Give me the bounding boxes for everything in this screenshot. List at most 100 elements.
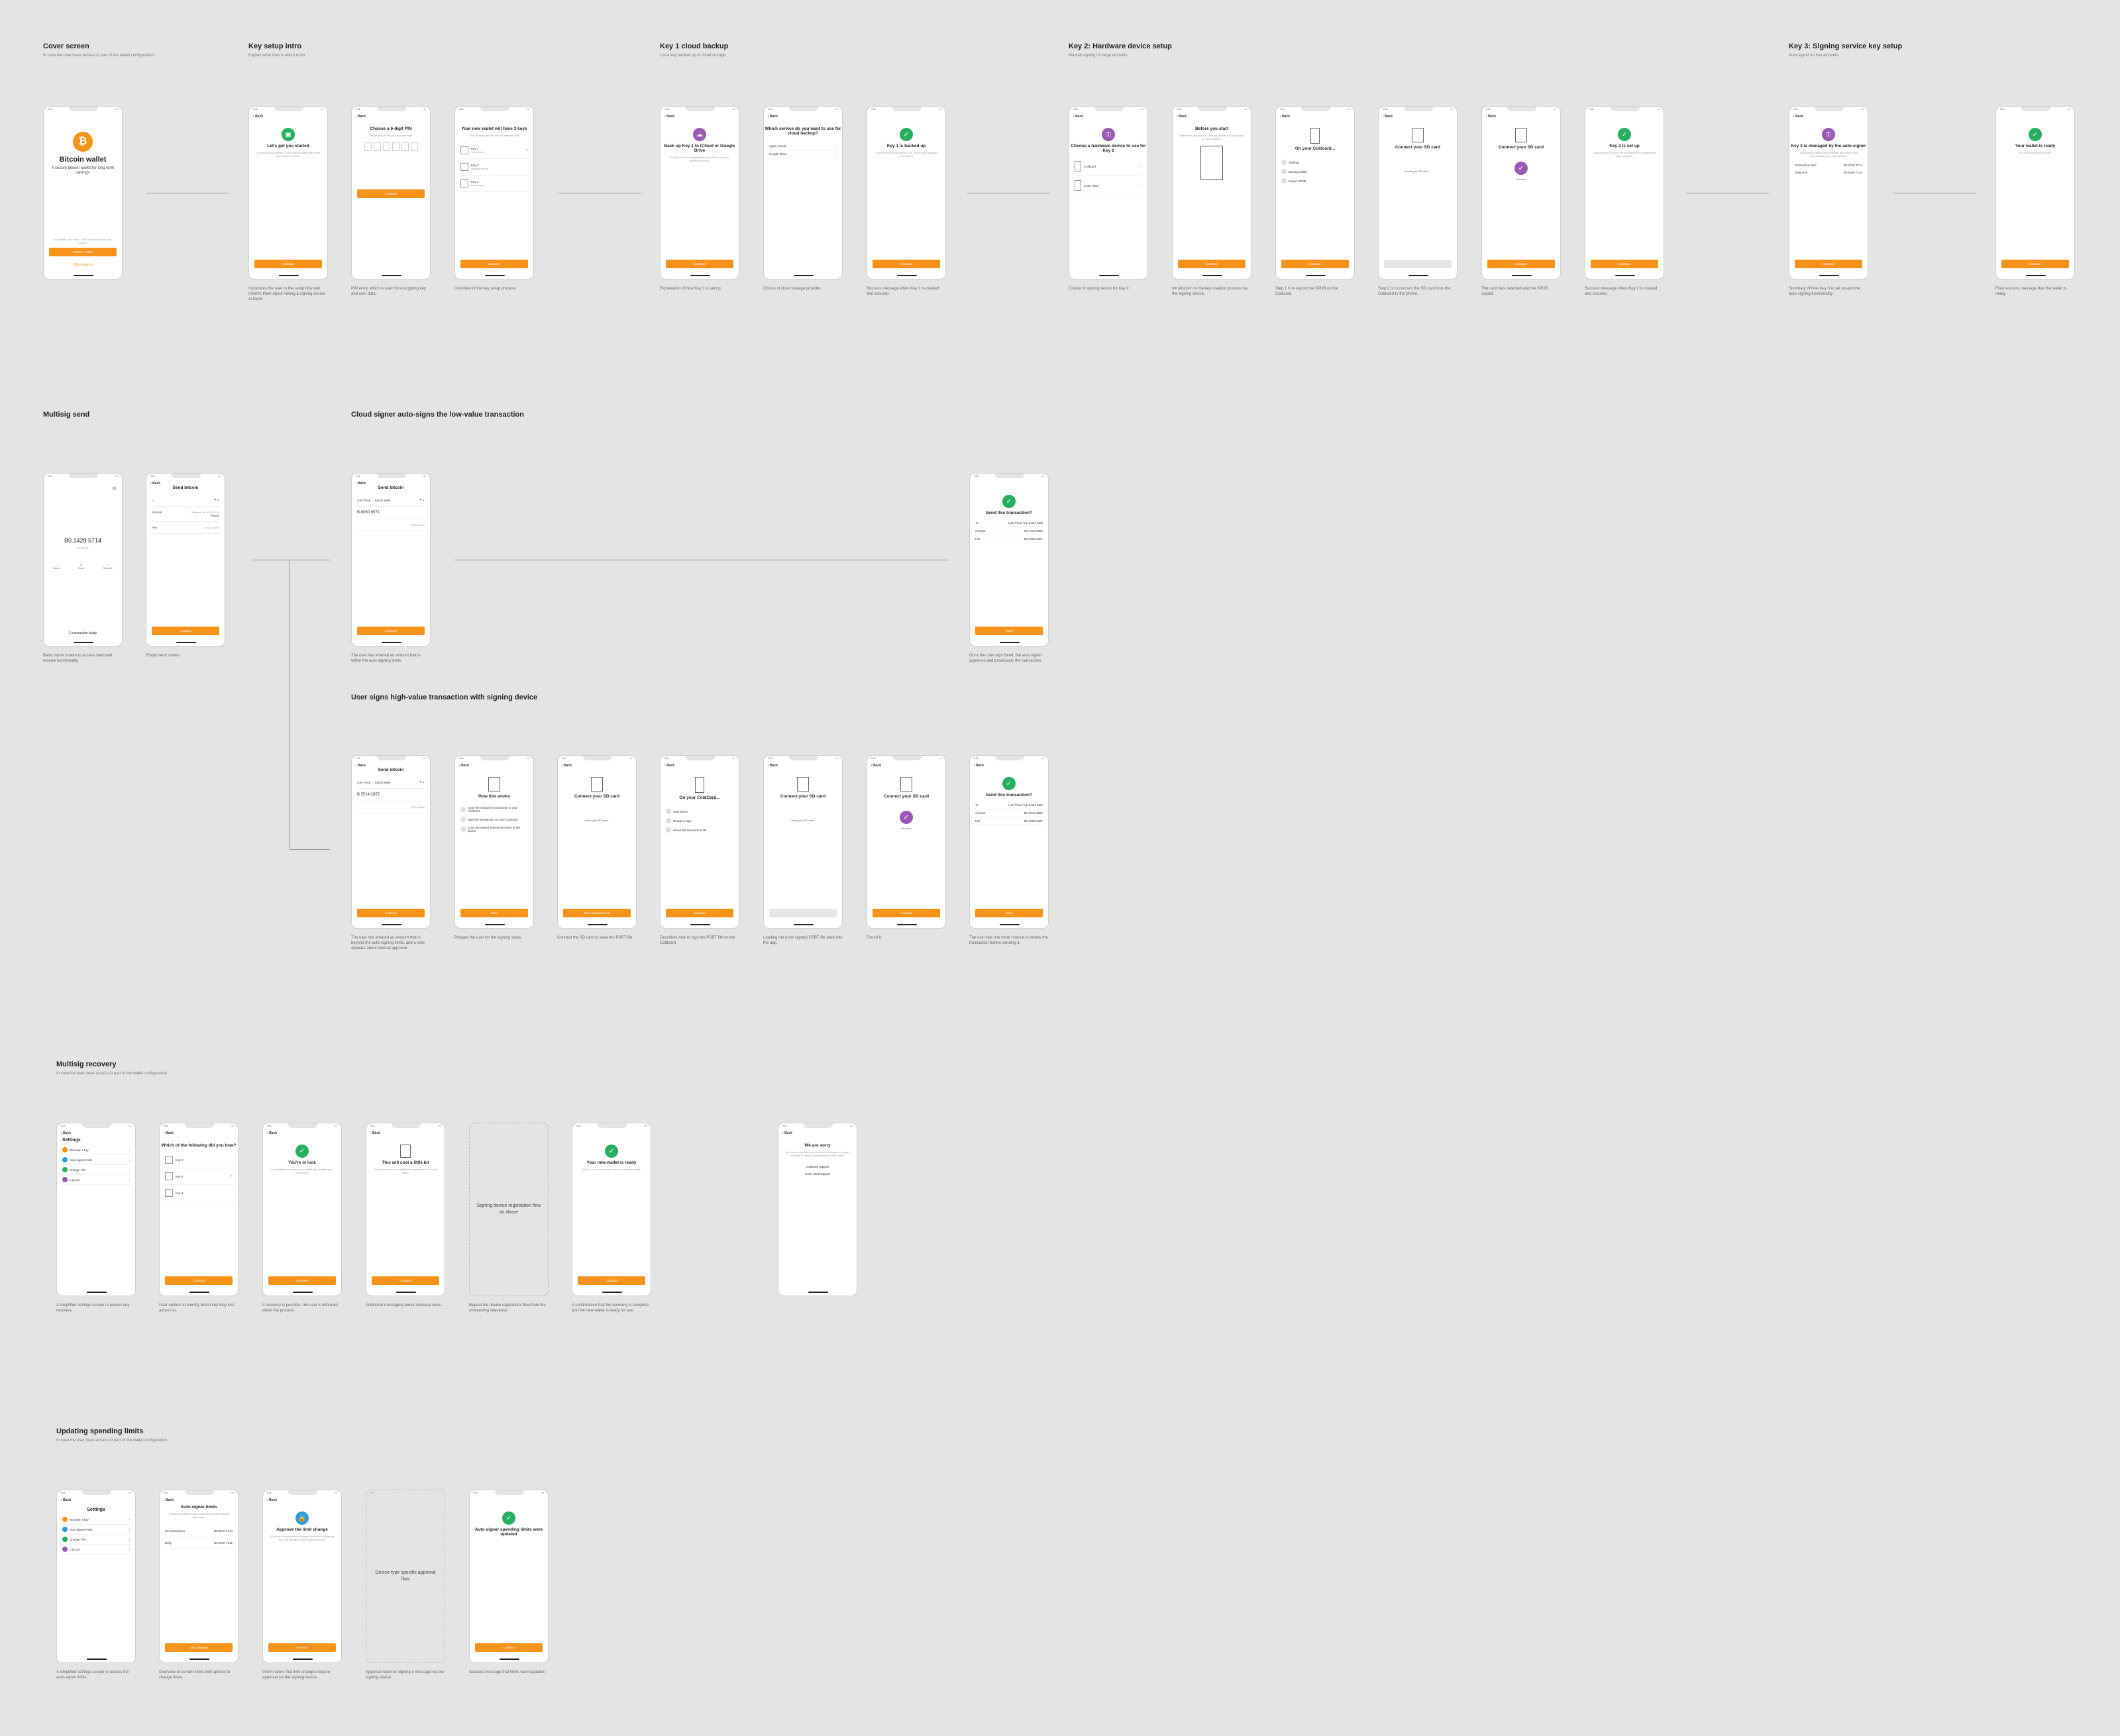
service-option[interactable]: Google Drive›: [769, 150, 837, 158]
back-button[interactable]: ‹ Back: [356, 764, 366, 768]
continue-button[interactable]: Continue: [1487, 260, 1555, 268]
to-field[interactable]: To⌗ ⇣: [152, 494, 219, 507]
continue-button[interactable]: Continue: [152, 627, 219, 635]
screen-title: How this works: [478, 794, 510, 799]
continue-button[interactable]: Continue: [1178, 260, 1246, 268]
back-button[interactable]: ‹ Back: [1383, 115, 1393, 119]
key-option[interactable]: Key 3: [165, 1185, 233, 1201]
send-button[interactable]: Send: [975, 627, 1043, 635]
continue-button[interactable]: Continue: [1795, 260, 1862, 268]
settings-item[interactable]: Recover a key›: [62, 1145, 130, 1155]
back-button[interactable]: ‹ Back: [871, 764, 882, 768]
receive-button[interactable]: ↓Receive: [103, 563, 113, 570]
service-option[interactable]: Apple iCloud›: [769, 142, 837, 150]
back-button[interactable]: ‹ Back: [664, 764, 675, 768]
back-button[interactable]: ‹ Back: [1486, 115, 1497, 119]
back-button[interactable]: ‹ Back: [356, 115, 366, 119]
send-button[interactable]: Send: [975, 909, 1043, 917]
back-button[interactable]: ‹ Back: [164, 1498, 174, 1502]
back-button[interactable]: ‹ Back: [253, 115, 264, 119]
back-button[interactable]: ‹ Back: [1073, 115, 1084, 119]
cloud-icon: ☁: [693, 128, 706, 141]
back-button[interactable]: ‹ Back: [61, 1131, 72, 1135]
continue-button[interactable]: Continue: [666, 909, 733, 917]
continue-button[interactable]: Continue: [357, 627, 425, 635]
continue-button[interactable]: Continue: [666, 260, 733, 268]
pin-boxes[interactable]: [352, 142, 430, 151]
back-button[interactable]: ‹ Back: [267, 1498, 278, 1502]
fee-field[interactable]: 3,827 sat/vb: [357, 519, 425, 531]
section-subtitle: Auto-signer for low amounts: [1789, 54, 1838, 58]
continue-button[interactable]: Continue: [357, 189, 425, 198]
to-field[interactable]: Lost Pond ... Sand) walle⌗ ⇣: [357, 776, 425, 789]
settings-item[interactable]: Auto-signer limits›: [62, 1155, 130, 1165]
save-changes-button[interactable]: Save changes: [165, 1643, 233, 1652]
fee-field[interactable]: 3,827 sat/vb: [357, 801, 425, 813]
back-button[interactable]: ‹ Back: [61, 1498, 72, 1502]
back-button[interactable]: ‹ Back: [459, 764, 470, 768]
back-button[interactable]: ‹ Back: [164, 1131, 174, 1135]
back-button[interactable]: ‹ Back: [267, 1131, 278, 1135]
scan-button[interactable]: ⌗Scan: [78, 563, 84, 570]
check-icon: ✓: [605, 1145, 618, 1158]
back-button[interactable]: ‹ Back: [356, 482, 366, 485]
settings-item[interactable]: Change PIN›: [62, 1535, 130, 1545]
settings-item[interactable]: Recover a key›: [62, 1515, 130, 1525]
back-button[interactable]: ‹ Back: [768, 764, 778, 768]
back-button[interactable]: ‹ Back: [664, 115, 675, 119]
continue-button[interactable]: Continue: [2001, 260, 2069, 268]
back-button[interactable]: ‹ Back: [1177, 115, 1187, 119]
to-field[interactable]: Lost Pond ... Sand) walle⌗ ⇣: [357, 494, 425, 507]
settings-item[interactable]: Log out›: [62, 1545, 130, 1555]
other-options-link[interactable]: Other options: [72, 263, 93, 267]
settings-item[interactable]: Log out›: [62, 1175, 130, 1185]
coldcard-support-link[interactable]: Coldcard support: [806, 1165, 829, 1168]
key-option[interactable]: Key 2✓: [165, 1168, 233, 1185]
back-button[interactable]: ‹ Back: [1280, 115, 1291, 119]
amount-field[interactable]: B.8060 6571: [357, 507, 425, 519]
continue-button[interactable]: Continue: [268, 1643, 336, 1652]
settings-item[interactable]: Auto-signer limits›: [62, 1525, 130, 1535]
device-option[interactable]: Coldcard›: [1075, 157, 1142, 176]
continue-button[interactable]: Continue: [165, 1276, 233, 1285]
send-button[interactable]: ↑Send: [53, 563, 60, 570]
key-option[interactable]: Key 1: [165, 1152, 233, 1168]
transactions-link[interactable]: 1 transaction today: [68, 631, 97, 635]
back-button[interactable]: ‹ Back: [370, 1131, 381, 1135]
back-button[interactable]: ‹ Back: [562, 764, 572, 768]
back-button[interactable]: ‹ Back: [974, 764, 984, 768]
screen-title: Connect your SD card: [883, 794, 929, 799]
create-wallet-button[interactable]: Create a wallet: [49, 248, 117, 256]
device-option[interactable]: Color Vault›: [1075, 176, 1142, 195]
continue-button[interactable]: Continue: [873, 260, 940, 268]
start-button[interactable]: Start: [460, 909, 528, 917]
continue-button[interactable]: Continue: [1591, 260, 1658, 268]
settings-item[interactable]: Change PIN›: [62, 1165, 130, 1175]
color-vault-support-link[interactable]: Color Vault support: [804, 1172, 831, 1176]
back-button[interactable]: ‹ Back: [150, 482, 161, 485]
continue-button[interactable]: Continue: [268, 1276, 336, 1285]
continue-button[interactable]: Continue: [578, 1276, 645, 1285]
continue-button[interactable]: Continue: [357, 909, 425, 917]
gear-icon[interactable]: ⚙: [111, 485, 117, 491]
success-status: Success: [901, 827, 912, 830]
continue-button[interactable]: Continue: [372, 1276, 439, 1285]
continue-button[interactable]: Continue: [254, 260, 322, 268]
back-button[interactable]: ‹ Back: [1793, 115, 1804, 119]
screen-in-luck: 9:41▪▪▪ ‹ Back ✓ You're in luck It is po…: [262, 1123, 342, 1296]
back-button[interactable]: ‹ Back: [768, 115, 778, 119]
continue-button[interactable]: Continue: [873, 909, 940, 917]
continue-button[interactable]: Continue: [475, 1643, 543, 1652]
amount-field[interactable]: B.5514 2857: [357, 789, 425, 801]
section-title: Multisig send: [43, 411, 90, 419]
save-file-button[interactable]: Save transaction file: [563, 909, 631, 917]
continue-button[interactable]: Continue: [460, 260, 528, 268]
screen-caption: Additional messaging about recovery cost…: [366, 1303, 443, 1307]
continue-button[interactable]: Continue: [1281, 260, 1349, 268]
screen-title: Settings: [87, 1507, 105, 1512]
back-button[interactable]: ‹ Back: [782, 1131, 793, 1135]
